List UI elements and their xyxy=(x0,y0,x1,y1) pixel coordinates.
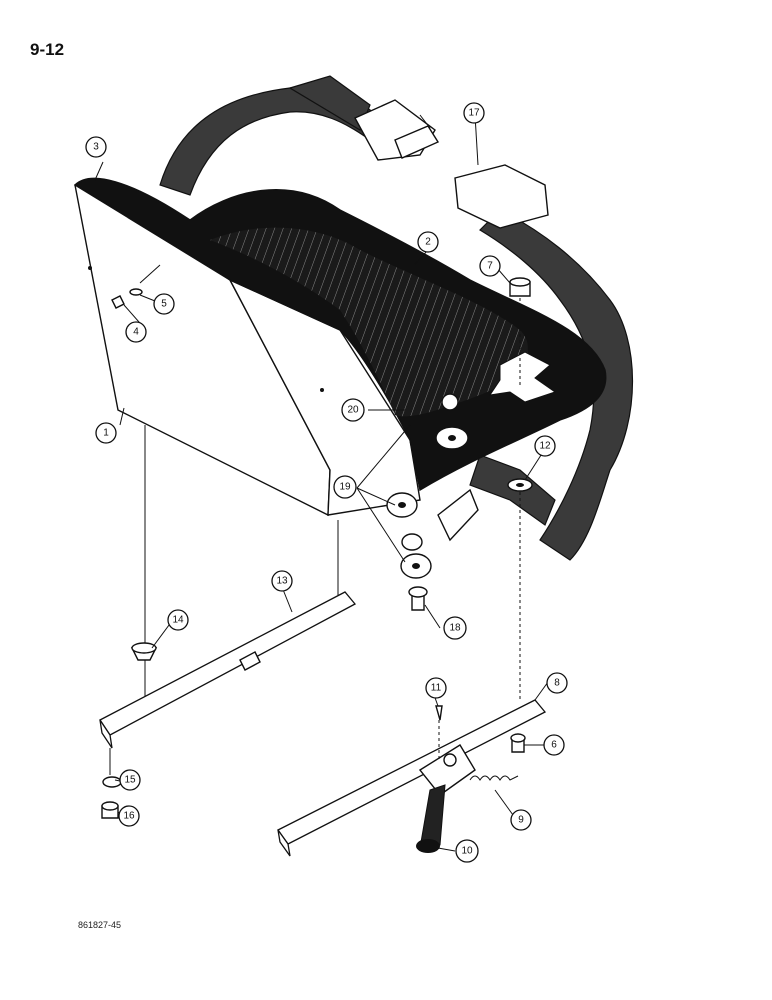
svg-text:14: 14 xyxy=(172,615,184,626)
capscrew-6 xyxy=(510,733,526,753)
callout-9: 9 xyxy=(510,809,532,831)
svg-text:13: 13 xyxy=(276,576,288,587)
release-handle-10 xyxy=(416,784,446,853)
flat-washer-12 xyxy=(507,478,533,492)
callout-11: 11 xyxy=(425,677,447,699)
svg-text:11: 11 xyxy=(431,683,442,694)
svg-text:9: 9 xyxy=(518,815,524,826)
callout-6: 6 xyxy=(543,734,565,756)
seat-track-right xyxy=(277,699,547,857)
svg-text:3: 3 xyxy=(93,142,99,153)
seat-track-left xyxy=(99,591,357,749)
nut-16 xyxy=(101,801,119,819)
document-code: 861827-45 xyxy=(78,920,122,930)
svg-text:16: 16 xyxy=(123,811,135,822)
callout-10: 10 xyxy=(455,839,479,863)
svg-text:5: 5 xyxy=(161,299,167,310)
callout-19: 19 xyxy=(333,475,357,499)
svg-text:2: 2 xyxy=(425,237,431,248)
seat-belt-buckle-tongue xyxy=(354,99,440,161)
svg-text:8: 8 xyxy=(554,678,560,689)
callout-20: 20 xyxy=(341,398,365,422)
svg-text:18: 18 xyxy=(449,623,461,634)
svg-text:12: 12 xyxy=(539,441,551,452)
callout-1: 1 xyxy=(95,422,117,444)
callout-14: 14 xyxy=(167,609,189,631)
seat-cushion xyxy=(73,177,607,492)
latch-plate xyxy=(418,744,476,796)
callout-2: 2 xyxy=(417,231,439,253)
capscrew-4-washer-5 xyxy=(111,264,161,309)
callout-8: 8 xyxy=(546,672,568,694)
spring-9 xyxy=(469,775,519,781)
svg-text:15: 15 xyxy=(124,775,136,786)
svg-text:17: 17 xyxy=(468,108,480,119)
callout-16: 16 xyxy=(118,805,140,827)
callout-12: 12 xyxy=(534,435,556,457)
callout-4: 4 xyxy=(125,321,147,343)
callout-17: 17 xyxy=(463,102,485,124)
seat-belt-buckle xyxy=(454,164,549,229)
callout-3: 3 xyxy=(85,136,107,158)
svg-text:10: 10 xyxy=(461,846,473,857)
svg-text:20: 20 xyxy=(347,405,359,416)
seat-belt-anchor-hardware xyxy=(386,393,479,611)
svg-text:7: 7 xyxy=(487,261,493,272)
socket-nut-7 xyxy=(509,277,531,297)
callout-15: 15 xyxy=(119,769,141,791)
callout-13: 13 xyxy=(271,570,293,592)
callout-5: 5 xyxy=(153,293,175,315)
page-number: 9-12 xyxy=(30,40,65,59)
seat-pan-shell xyxy=(74,179,421,517)
pin-11 xyxy=(435,705,443,721)
svg-text:6: 6 xyxy=(551,740,557,751)
svg-text:4: 4 xyxy=(133,327,139,338)
svg-text:19: 19 xyxy=(339,482,351,493)
callout-18: 18 xyxy=(443,616,467,640)
bushing-14 xyxy=(130,642,158,661)
svg-text:1: 1 xyxy=(103,428,109,439)
callout-7: 7 xyxy=(479,255,501,277)
